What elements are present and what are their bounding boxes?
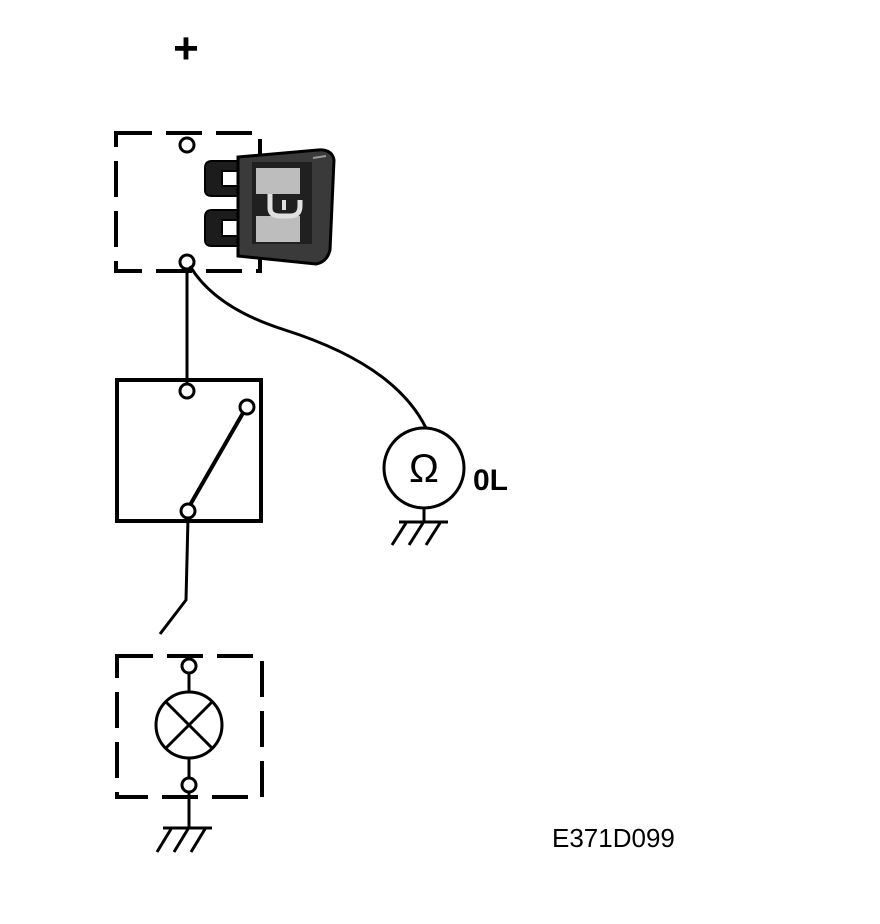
blade-fuse-icon <box>204 148 336 266</box>
supply-positive-label: + <box>173 24 199 73</box>
meter-reading: 0L <box>473 464 508 497</box>
lamp-ground-icon <box>155 792 212 853</box>
wire-switch-to-lamp-broken <box>158 517 190 635</box>
fuse-terminal-top <box>178 136 196 154</box>
switch-blade <box>188 412 245 506</box>
lamp-icon <box>154 690 224 760</box>
meter-ground-icon <box>390 508 448 546</box>
switch-pivot-terminal <box>179 502 197 520</box>
lamp-terminal-top <box>180 657 198 675</box>
ohm-symbol: Ω <box>409 447 439 491</box>
ohmmeter: Ω <box>382 426 466 510</box>
switch-contact-terminal <box>238 398 256 416</box>
switch-box <box>115 378 263 523</box>
meter-probe-lead <box>188 265 428 429</box>
lamp-terminal-bottom <box>180 776 198 794</box>
switch-terminal-top <box>178 382 196 400</box>
lamp-box <box>115 654 264 799</box>
figure-code: E371D099 <box>552 823 675 853</box>
